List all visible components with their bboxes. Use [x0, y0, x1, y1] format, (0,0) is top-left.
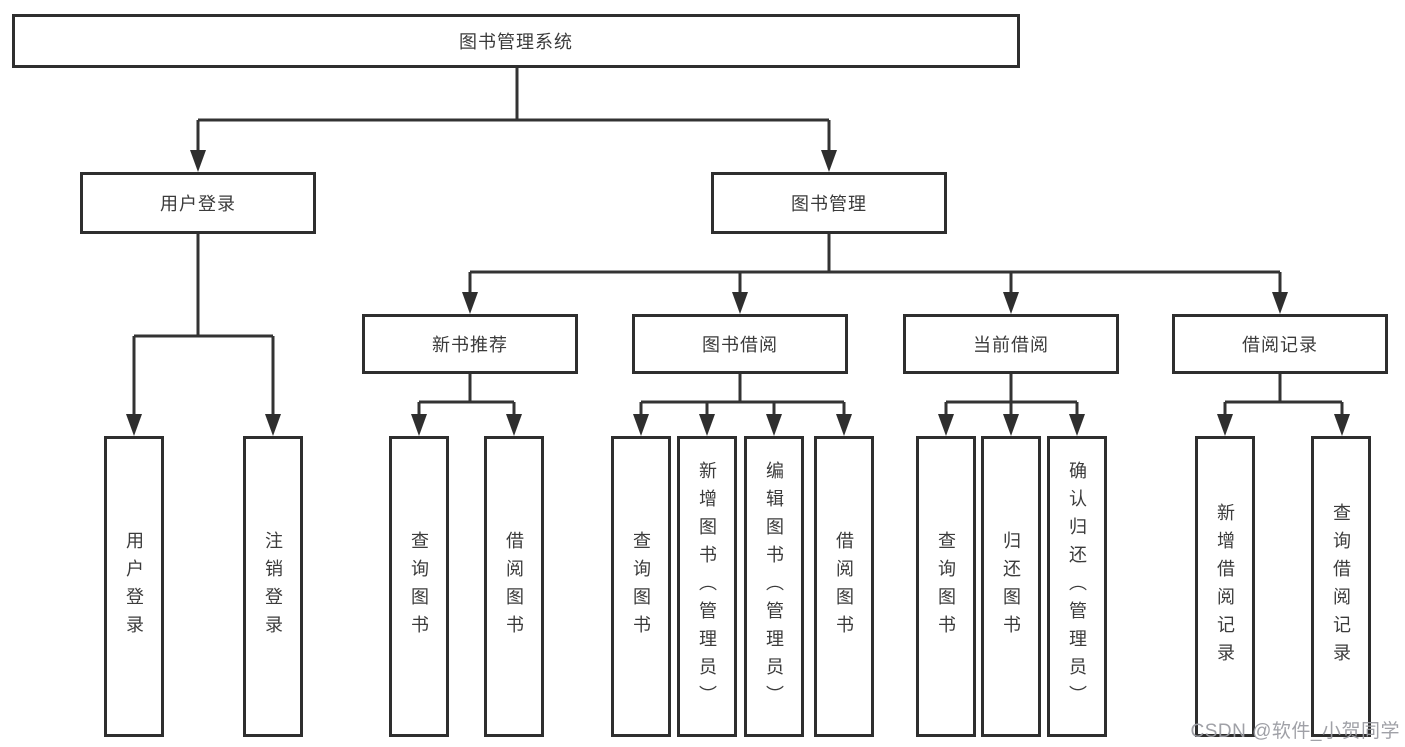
node-book-management: 图书管理 [711, 172, 947, 234]
leaf-borrow-books: 借阅图书 [814, 436, 874, 737]
leaf-return-books: 归还图书 [981, 436, 1041, 737]
leaf-add-books-admin: 新增图书（管理员） [677, 436, 737, 737]
node-new-book-recommend: 新书推荐 [362, 314, 578, 374]
leaf-borrow-books-recommend: 借阅图书 [484, 436, 544, 737]
node-borrow-records: 借阅记录 [1172, 314, 1388, 374]
node-user-login: 用户登录 [80, 172, 316, 234]
leaf-edit-books-admin: 编辑图书（管理员） [744, 436, 804, 737]
node-library-system: 图书管理系统 [12, 14, 1020, 68]
leaf-query-books-current: 查询图书 [916, 436, 976, 737]
leaf-add-borrow-record: 新增借阅记录 [1195, 436, 1255, 737]
leaf-query-books-recommend: 查询图书 [389, 436, 449, 737]
leaf-query-books-borrow: 查询图书 [611, 436, 671, 737]
leaf-confirm-return-admin: 确认归还（管理员） [1047, 436, 1107, 737]
node-book-borrow: 图书借阅 [632, 314, 848, 374]
leaf-user-login: 用户登录 [104, 436, 164, 737]
leaf-query-borrow-record: 查询借阅记录 [1311, 436, 1371, 737]
csdn-watermark: CSDN @软件_小贺同学 [1190, 721, 1400, 742]
leaf-logout: 注销登录 [243, 436, 303, 737]
node-current-borrow: 当前借阅 [903, 314, 1119, 374]
